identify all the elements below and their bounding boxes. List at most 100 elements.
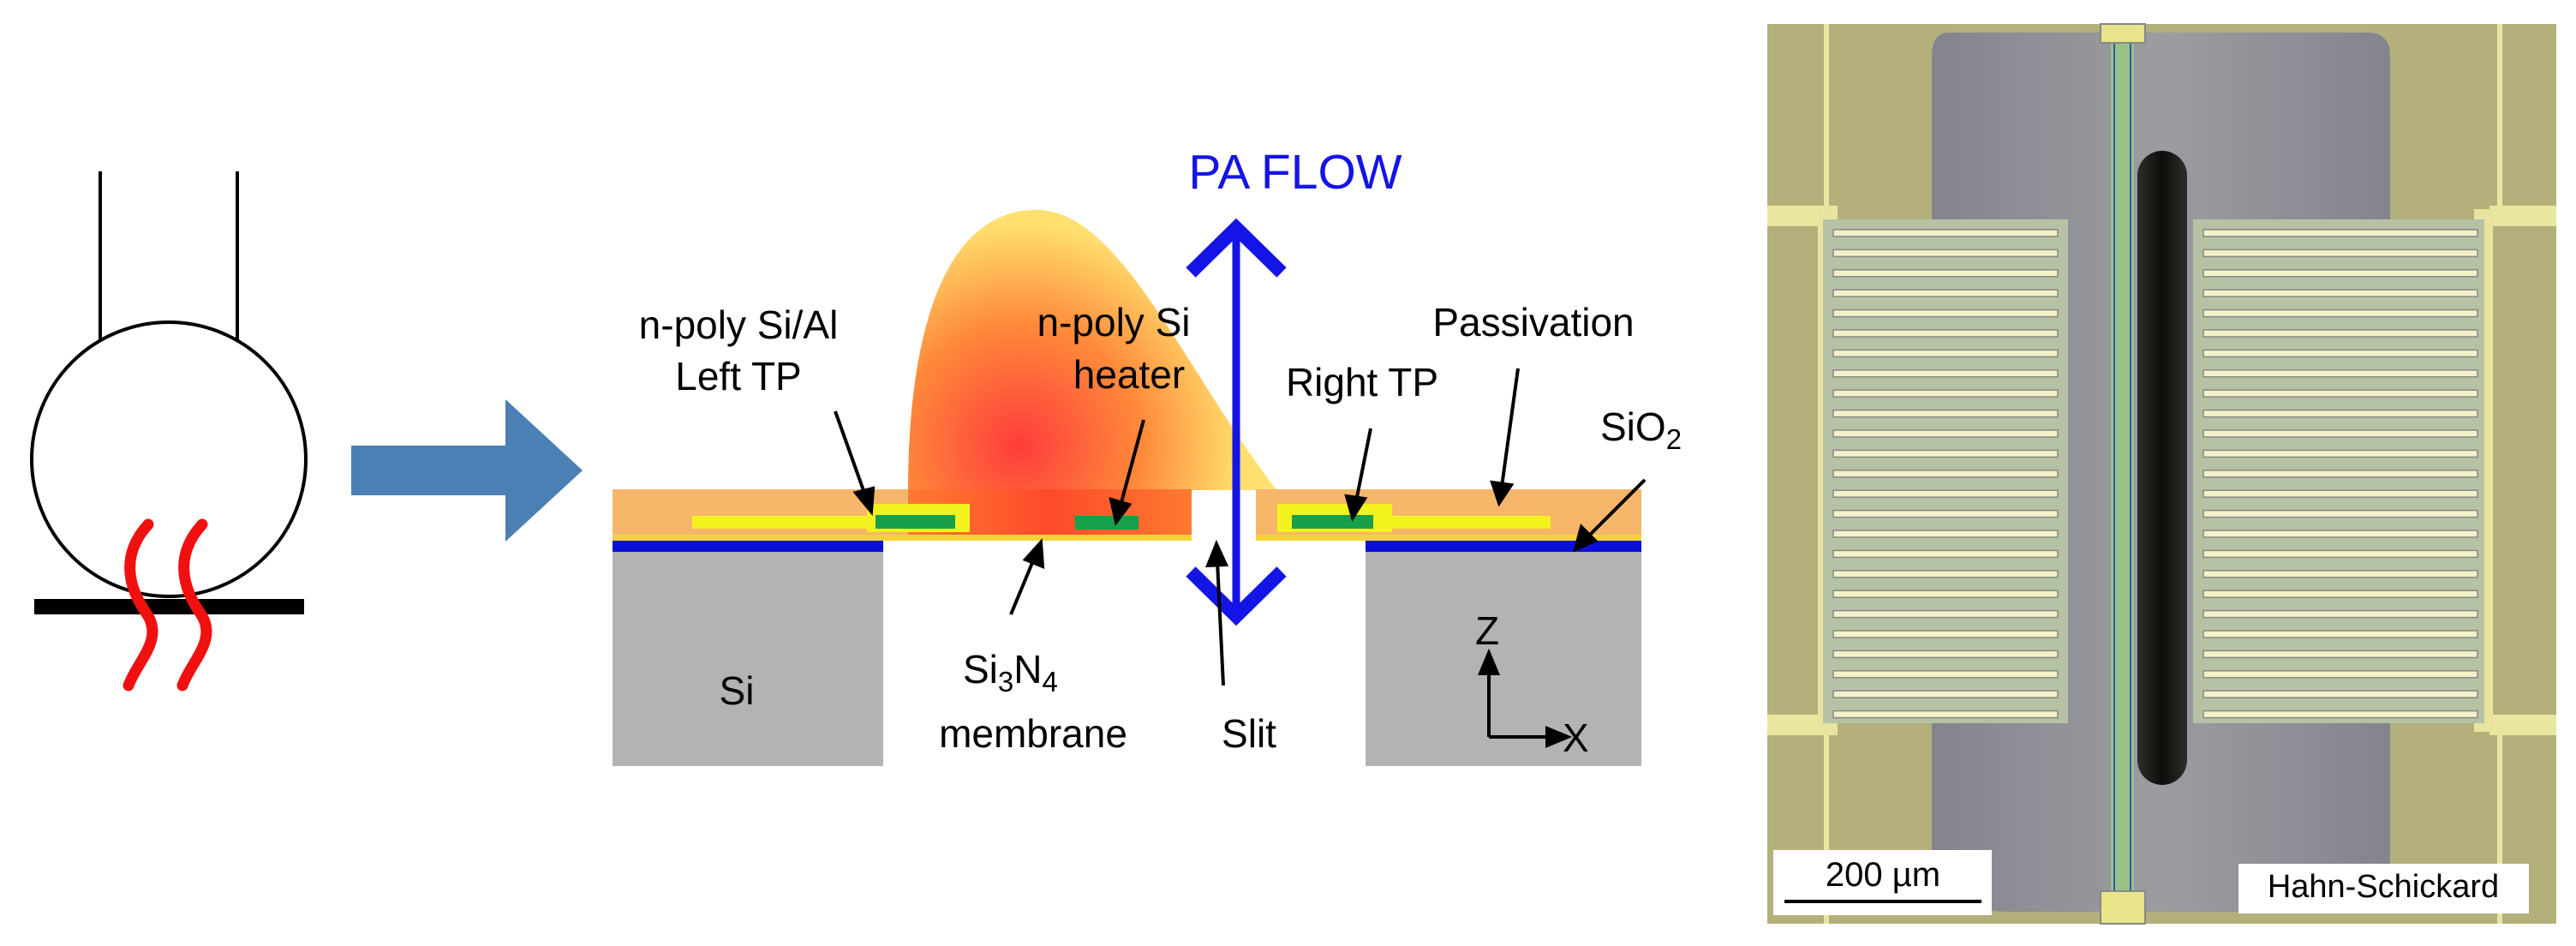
sio2-layer-right <box>1366 541 1641 552</box>
comb-finger <box>2202 570 2478 578</box>
comb-finger <box>2202 389 2478 398</box>
comb-finger <box>2202 509 2478 518</box>
right-tp-strip <box>1379 516 1551 529</box>
leader-left-tp <box>834 410 867 496</box>
label-left-tp: Left TP <box>675 354 801 398</box>
comb-finger <box>2202 470 2478 478</box>
label-pa-flow: PA FLOW <box>1188 145 1402 200</box>
leader-membrane <box>1009 558 1036 615</box>
comb-finger <box>2202 690 2478 698</box>
heat-plume <box>908 209 1276 490</box>
watermark: Hahn-Schickard <box>2268 869 2499 905</box>
comb-finger <box>2202 308 2478 318</box>
comb-finger <box>1832 429 2059 438</box>
comb-finger <box>2202 630 2478 638</box>
heat-wave-right <box>176 518 212 692</box>
left-tp-green <box>876 515 955 529</box>
comb-finger <box>2202 530 2478 538</box>
leader-slit <box>1216 560 1225 686</box>
comb-finger <box>1832 308 2059 318</box>
comb-finger <box>1832 409 2059 418</box>
si3n4-membrane-left <box>613 535 1192 541</box>
heat-wave-left <box>123 518 158 692</box>
comb-finger <box>2202 409 2478 418</box>
comb-finger <box>1832 609 2059 619</box>
si-substrate-right <box>1366 552 1641 766</box>
sio2-layer-left <box>613 541 883 552</box>
label-heater: heater <box>1073 352 1185 397</box>
scale-bar-label: 200 µm <box>1826 856 1940 894</box>
scale-bar-box <box>1773 850 1992 915</box>
comb-finger <box>2202 329 2478 338</box>
comb-finger <box>2202 549 2478 559</box>
comb-finger <box>2202 650 2478 659</box>
leader-heater <box>1119 419 1145 506</box>
leader-sio2 <box>1586 478 1647 539</box>
comb-finger <box>1832 449 2059 458</box>
comb-finger <box>1832 489 2059 498</box>
label-npoly-si-al: n-poly Si/Al <box>639 302 839 347</box>
comb-finger <box>1832 530 2059 538</box>
process-arrow <box>351 399 583 542</box>
pa-flow-arrow <box>1186 218 1287 626</box>
heater-pad <box>1075 516 1139 530</box>
comb-finger <box>1832 389 2059 398</box>
si3n4-membrane-right <box>1256 535 1641 541</box>
comb-finger <box>1832 470 2059 478</box>
comb-finger <box>2202 609 2478 619</box>
label-si3n4: Si3N4 <box>963 647 1058 698</box>
comb-finger <box>2202 590 2478 598</box>
comb-finger <box>1832 570 2059 578</box>
comb-finger <box>1832 630 2059 638</box>
comb-finger <box>1832 670 2059 679</box>
cross-section: n-poly Si/Al Left TP n-poly Si heater Ri… <box>613 145 1682 766</box>
right-tp-green <box>1292 515 1373 529</box>
micrograph: 200 µm Hahn-Schickard <box>1767 23 2556 925</box>
slit-opening <box>2137 151 2187 785</box>
label-si: Si <box>720 668 755 713</box>
comb-finger <box>1832 650 2059 659</box>
comb-finger <box>2202 670 2478 679</box>
comb-finger <box>1832 349 2059 358</box>
leader-right-tp <box>1354 428 1372 502</box>
pad-top <box>2100 23 2146 44</box>
comb-finger <box>2202 269 2478 278</box>
comb-finger <box>1832 710 2059 719</box>
comb-finger <box>2202 429 2478 438</box>
sensor-symbol <box>30 171 308 692</box>
label-right-tp: Right TP <box>1286 360 1438 404</box>
label-slit: Slit <box>1222 711 1276 756</box>
comb-finger <box>1832 549 2059 559</box>
leader-passivation <box>1500 368 1520 488</box>
label-npoly-si: n-poly Si <box>1037 300 1191 344</box>
comb-finger <box>1832 229 2059 237</box>
thermopile-right <box>2193 206 2556 735</box>
sensor-body <box>30 320 308 598</box>
comb-finger <box>1832 289 2059 297</box>
comb-finger <box>1832 329 2059 338</box>
comb-finger <box>2202 369 2478 378</box>
axis-indicator <box>1478 648 1573 748</box>
comb-finger <box>2202 449 2478 458</box>
pad-bottom <box>2100 890 2146 925</box>
label-sio2: SiO2 <box>1600 404 1682 455</box>
comb-finger <box>2202 289 2478 297</box>
comb-finger <box>1832 590 2059 598</box>
comb-finger <box>1832 269 2059 278</box>
comb-finger <box>1832 509 2059 518</box>
comb-finger <box>1832 690 2059 698</box>
comb-finger <box>2202 349 2478 358</box>
comb-finger <box>2202 489 2478 498</box>
comb-finger <box>2202 710 2478 719</box>
label-passivation: Passivation <box>1432 300 1634 344</box>
comb-finger <box>1832 369 2059 378</box>
comb-finger <box>2202 248 2478 258</box>
left-tp-strip <box>692 516 889 529</box>
watermark-box <box>2238 864 2529 913</box>
thermopile-left <box>1767 206 2068 735</box>
hot-plate <box>34 599 304 614</box>
label-axis-z: Z <box>1475 608 1499 653</box>
label-membrane: membrane <box>939 711 1127 756</box>
label-axis-x: X <box>1563 715 1589 760</box>
